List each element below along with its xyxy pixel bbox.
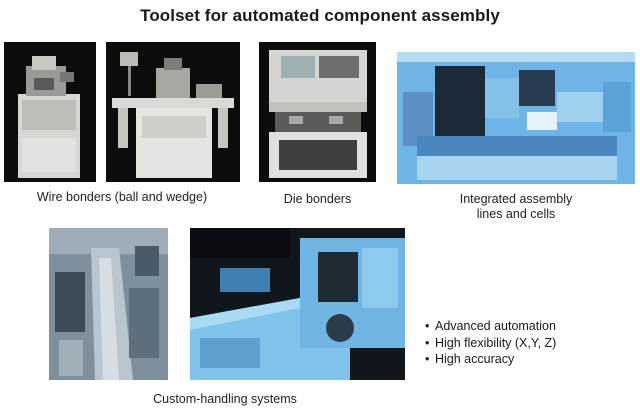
custom-handling-photo-2 bbox=[190, 228, 405, 380]
custom-handling-photo-1 bbox=[49, 228, 168, 380]
integrated-caption-line-1: Integrated assembly bbox=[459, 192, 573, 206]
integrated-assembly-caption: Integrated assembly lines and cells bbox=[397, 192, 635, 222]
die-bonders-caption: Die bonders bbox=[283, 192, 352, 206]
die-bonder-photo bbox=[259, 42, 376, 182]
integrated-caption-line-2: lines and cells bbox=[476, 207, 556, 221]
feature-bullet-item: High flexibility (X,Y, Z) bbox=[425, 335, 556, 352]
wire-bonder-photo-2 bbox=[106, 42, 240, 182]
feature-bullet-item: High accuracy bbox=[425, 351, 556, 368]
integrated-assembly-photo bbox=[397, 52, 635, 184]
feature-bullet-item: Advanced automation bbox=[425, 318, 556, 335]
wire-bonders-caption: Wire bonders (ball and wedge) bbox=[36, 190, 208, 204]
custom-handling-caption: Custom-handling systems bbox=[153, 392, 297, 406]
feature-bullet-list: Advanced automation High flexibility (X,… bbox=[425, 318, 556, 368]
wire-bonder-photo-1 bbox=[4, 42, 96, 182]
page-title: Toolset for automated component assembly bbox=[140, 6, 500, 25]
